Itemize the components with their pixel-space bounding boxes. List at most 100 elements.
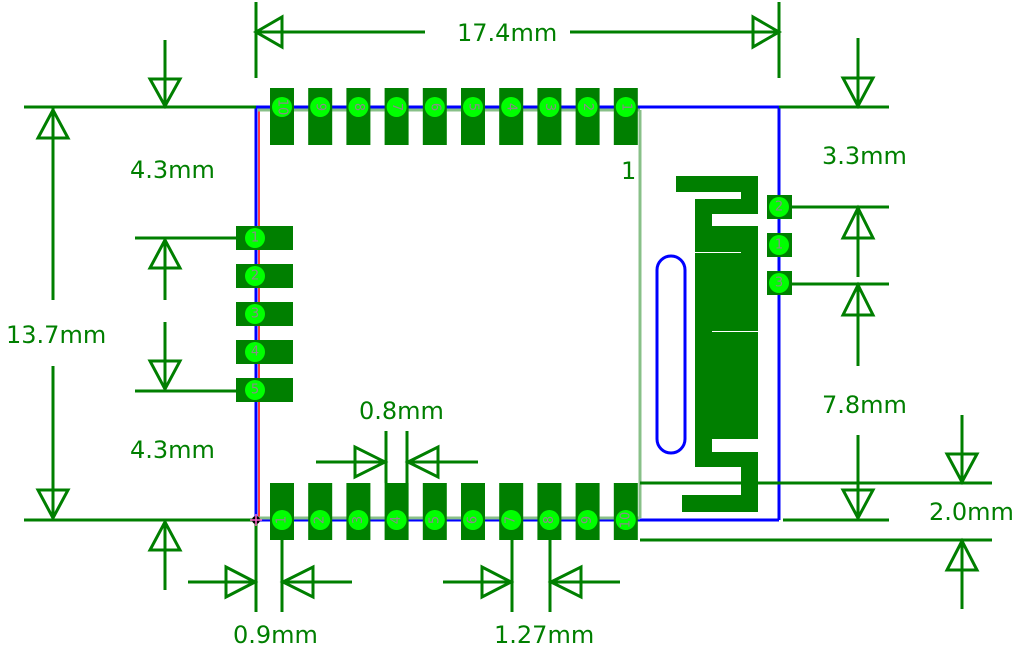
height-label: 13.7mm [6, 321, 106, 349]
dimension-left-bottom-offset: 4.3mm [130, 322, 245, 590]
arrow-up-icon [35, 106, 71, 140]
pad-number: 4 [251, 345, 259, 360]
pad-drill [348, 97, 369, 117]
width-label: 17.4mm [457, 19, 557, 47]
dimension-right-pin-to-bottom: 7.8mm [783, 281, 907, 522]
right-top-offset-label: 3.3mm [822, 142, 907, 170]
pad-pitch-label: 1.27mm [494, 621, 594, 649]
pad-drill [310, 510, 331, 530]
left-pad: 2 [236, 264, 293, 288]
pad-number: 6 [466, 516, 481, 524]
pad-drill [310, 97, 331, 117]
pad-number: 10 [618, 512, 633, 529]
arrow-down-icon [840, 488, 876, 522]
antenna-gaps [712, 214, 741, 226]
pad-number: 4 [389, 516, 404, 524]
pad-drill [769, 197, 789, 217]
right-pad: 2 [767, 195, 792, 219]
pad-drill [463, 97, 483, 117]
dimension-edge-to-first-pad: 0.9mm [188, 520, 352, 649]
pad-drill [577, 510, 598, 530]
edge-to-first-pad-label: 0.9mm [233, 621, 318, 649]
pad-number: 5 [466, 103, 481, 111]
pad-number: 2 [580, 103, 595, 111]
arrow-left-icon [404, 444, 440, 480]
arrow-left-icon [252, 14, 284, 50]
pad-number: 7 [504, 516, 519, 524]
pad-drill [348, 510, 369, 530]
pad-number: 9 [313, 103, 328, 111]
arrow-down-icon [944, 452, 980, 486]
bottom-pad-extension-label: 2.0mm [929, 498, 1014, 526]
arrow-left-icon [279, 564, 315, 600]
pad-number: 1 [775, 238, 783, 253]
left-pad: 5 [236, 378, 293, 402]
top-pad: 3 [537, 88, 562, 145]
left-bottom-offset-label: 4.3mm [130, 436, 215, 464]
arrow-up-icon [840, 204, 876, 240]
pad-number: 2 [313, 516, 328, 524]
right-pad: 3 [767, 271, 792, 295]
bottom-pad: 10 [613, 483, 638, 540]
pad-number: 5 [427, 516, 442, 524]
arrow-left-icon [547, 564, 583, 600]
arrow-up-icon [840, 281, 876, 317]
pad-drill [501, 97, 522, 117]
dimension-height: 13.7mm [6, 105, 256, 522]
pad-number: 2 [251, 269, 259, 284]
top-pad: 6 [422, 88, 447, 145]
left-pad: 3 [236, 302, 293, 326]
dimension-pad-width: 0.8mm [316, 397, 478, 483]
pad-number: 10 [275, 99, 290, 116]
pad-number: 5 [251, 383, 259, 398]
bottom-pad: 6 [461, 483, 485, 540]
bottom-pad: 9 [575, 483, 600, 540]
bottom-pad: 4 [384, 483, 409, 540]
top-pad: 7 [384, 88, 409, 145]
pad-number: 1 [618, 103, 633, 111]
bottom-pad-row: 1 2 3 4 5 6 7 8 9 10 [270, 483, 638, 540]
pad-drill [245, 380, 265, 400]
dimension-right-top-offset: 3.3mm [779, 38, 907, 277]
arrow-up-icon [147, 518, 183, 552]
pad-drill [245, 342, 265, 362]
arrow-down-icon [147, 359, 183, 393]
mounting-slot [655, 254, 687, 455]
bottom-pad: 5 [422, 483, 447, 540]
pad-number: 3 [542, 103, 557, 111]
pad-number: 3 [351, 516, 366, 524]
pad-drill [424, 510, 445, 530]
pad-number: 2 [775, 200, 783, 215]
arrow-up-icon [944, 537, 980, 572]
pad-drill [615, 510, 636, 530]
silkscreen-outline [258, 108, 642, 520]
pad-drill [769, 273, 789, 293]
pad-drill [272, 510, 292, 530]
dimension-left-top-offset: 4.3mm [130, 40, 245, 300]
pad-drill [272, 97, 292, 117]
bottom-pad: 1 [270, 483, 294, 540]
right-pad-column: 2 1 3 [767, 195, 792, 295]
pad-width-label: 0.8mm [359, 397, 444, 425]
bottom-pad: 3 [346, 483, 371, 540]
pad-number: 7 [389, 103, 404, 111]
pad-drill [245, 228, 265, 248]
arrow-down-icon [35, 488, 71, 522]
pad-number: 3 [775, 276, 783, 291]
top-pad: 8 [346, 88, 371, 145]
left-top-offset-label: 4.3mm [130, 156, 215, 184]
top-pad: 10 [270, 88, 294, 145]
right-pad: 1 [767, 233, 792, 257]
bottom-pad: 2 [308, 483, 333, 540]
right-pin-to-bottom-label: 7.8mm [822, 391, 907, 419]
pad-drill [386, 510, 407, 530]
pad-drill [769, 235, 789, 255]
pad-number: 9 [580, 516, 595, 524]
pin1-marker: 1 [621, 157, 636, 185]
bottom-pad: 8 [537, 483, 562, 540]
pad-drill [615, 97, 636, 117]
dimension-pad-pitch: 1.27mm [443, 540, 620, 649]
